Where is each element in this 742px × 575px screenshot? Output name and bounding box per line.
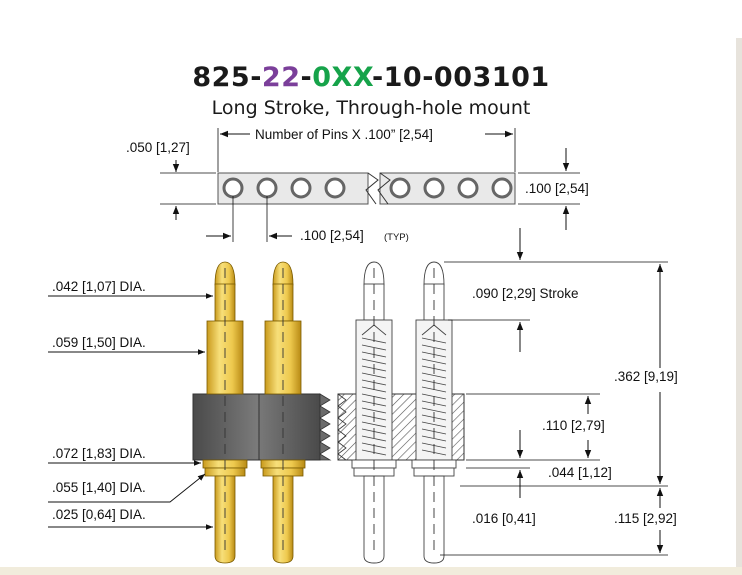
collar-thickness-label: .016 [0,41]	[472, 511, 536, 526]
standoff-label: .044 [1,12]	[548, 465, 612, 480]
pitch-typ-label: (TYP)	[384, 232, 409, 243]
bottom-band	[0, 567, 742, 575]
tail-length-label: .115 [2,92]	[614, 511, 677, 526]
pn-seg-1: 825-	[192, 62, 262, 93]
insulator-height-label: .110 [2,79]	[542, 418, 605, 433]
plunger-diameter-label: .059 [1,50] DIA.	[52, 335, 146, 350]
pn-seg-5: -10-003101	[371, 62, 550, 93]
pitch-label: .100 [2,54]	[300, 228, 364, 243]
side-view	[48, 228, 668, 564]
pn-seg-3: -	[300, 62, 313, 93]
cutaway-pin-4	[411, 261, 457, 564]
gold-pin-2	[260, 261, 306, 564]
edge-offset-label: .050 [1,27]	[126, 140, 190, 155]
page-edge-shadow	[736, 38, 742, 568]
subtitle: Long Stroke, Through-hole mount	[211, 97, 531, 119]
gold-pin-1	[202, 261, 248, 564]
tip-diameter-label: .042 [1,07] DIA.	[52, 279, 146, 294]
top-view	[160, 128, 580, 242]
tail-diameter-label: .055 [1,40] DIA.	[52, 480, 146, 495]
cutaway-pin-3	[351, 261, 397, 564]
pn-seg-2: 22	[261, 62, 301, 93]
part-number: 825-22-0XX-10-003101	[0, 62, 742, 93]
strip-height-label: .100 [2,54]	[525, 181, 589, 196]
strip-holes	[222, 177, 513, 199]
overall-length-label: .362 [9,19]	[614, 369, 678, 384]
tail-end-diameter-label: .025 [0,64] DIA.	[52, 507, 146, 522]
collar-diameter-label: .072 [1,83] DIA.	[52, 446, 146, 461]
stroke-label: .090 [2,29] Stroke	[472, 286, 579, 301]
pins-x-pitch-label: Number of Pins X .100” [2,54]	[255, 127, 433, 142]
pn-seg-4: 0XX	[312, 62, 372, 93]
